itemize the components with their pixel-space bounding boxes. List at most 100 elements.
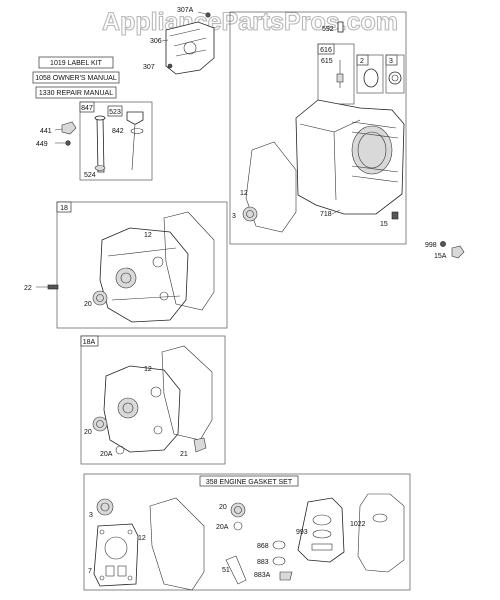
owners-manual-box bbox=[32, 71, 120, 84]
engine-gasket-set-group: 358 ENGINE GASKET SET 3 7 12 20 20A 51 8… bbox=[83, 473, 411, 591]
callout-307a: 307A bbox=[177, 7, 194, 14]
tag-523 bbox=[107, 105, 123, 117]
callout-883a: 883A bbox=[254, 572, 271, 579]
callout-615: 615 bbox=[321, 58, 333, 65]
engine-block-group: 616 615 592 2 3 12 3 718 15 bbox=[229, 11, 407, 245]
engine-block-box bbox=[229, 11, 407, 245]
sump-18-box bbox=[56, 201, 228, 329]
callout-441: 441 bbox=[40, 128, 52, 135]
callout-524: 524 bbox=[84, 172, 96, 179]
kit-labels: 1019 LABEL KIT 1058 OWNER'S MANUAL 1330 … bbox=[32, 56, 120, 99]
gasket-883a-part bbox=[279, 571, 293, 581]
label-kit-box bbox=[38, 56, 114, 69]
tag-847-label: 847 bbox=[81, 105, 93, 112]
cylinder-bore-part bbox=[351, 125, 393, 175]
oil-seal-20-set-part bbox=[230, 502, 246, 518]
cylinder-sleeve-2-part bbox=[363, 68, 379, 88]
plug-998-part bbox=[440, 241, 446, 247]
drain-plug-15-part bbox=[391, 211, 399, 220]
dipstick-part bbox=[126, 111, 144, 125]
owners-manual-text: 1058 OWNER'S MANUAL bbox=[35, 75, 117, 82]
gasket-set-box bbox=[83, 473, 411, 591]
tag-18 bbox=[56, 201, 72, 213]
label-kit-text: 1019 LABEL KIT bbox=[50, 60, 103, 67]
seal-20a-set-part bbox=[233, 521, 243, 531]
tag-616-label: 616 bbox=[320, 47, 332, 54]
callout-868: 868 bbox=[257, 543, 269, 550]
callout-998: 998 bbox=[425, 242, 437, 249]
callout-1022: 1022 bbox=[350, 521, 366, 528]
callout-592: 592 bbox=[322, 26, 334, 33]
screw-449-part bbox=[65, 140, 71, 146]
dipstick-group: 847 523 842 524 441 449 bbox=[36, 101, 153, 181]
seal-20a-18a-part bbox=[115, 445, 125, 455]
callout-20a-set: 20A bbox=[216, 524, 229, 531]
tag-2-label: 2 bbox=[360, 58, 364, 65]
callout-3-set: 3 bbox=[89, 512, 93, 519]
callout-51: 51 bbox=[222, 567, 230, 574]
callout-15: 15 bbox=[380, 221, 388, 228]
callout-20-18a: 20 bbox=[84, 429, 92, 436]
blower-housing-group: 307A 307 306 bbox=[143, 7, 215, 75]
gasket-883-part bbox=[272, 556, 286, 566]
bolt-307a-part bbox=[205, 12, 211, 18]
callout-3-block: 3 bbox=[232, 213, 236, 220]
dipstick-tube-part bbox=[96, 117, 105, 173]
o-ring-842-part bbox=[130, 128, 144, 134]
gasket-51-part bbox=[225, 555, 247, 585]
repair-manual-box bbox=[35, 86, 117, 99]
sump-18-group: 18 12 20 22 bbox=[24, 201, 228, 329]
callout-842: 842 bbox=[112, 128, 124, 135]
tag-18a-label: 18A bbox=[83, 339, 96, 346]
clamp-441-part bbox=[61, 121, 77, 135]
tag-3-label: 3 bbox=[389, 58, 393, 65]
oil-seal-20-18a-part bbox=[92, 416, 108, 432]
sump-18a-box bbox=[80, 335, 226, 465]
gasket-1022-part bbox=[357, 493, 405, 573]
tag-847 bbox=[79, 101, 95, 113]
oil-seal-3-block-part bbox=[242, 206, 258, 222]
gasket-12-set-part bbox=[149, 497, 205, 591]
oil-seal-3-set-part bbox=[96, 498, 114, 516]
callout-449: 449 bbox=[36, 141, 48, 148]
blower-housing-part bbox=[165, 21, 215, 75]
callout-15a: 15A bbox=[434, 253, 447, 260]
callout-883: 883 bbox=[257, 559, 269, 566]
bolt-22-part bbox=[47, 284, 59, 290]
plug-15a-part bbox=[451, 245, 465, 259]
callout-307: 307 bbox=[143, 64, 155, 71]
callout-21: 21 bbox=[180, 451, 188, 458]
crankcase-gasket-block-part bbox=[245, 141, 297, 233]
dipstick-box bbox=[79, 101, 153, 181]
gasket-set-tag bbox=[199, 475, 299, 487]
callout-12-set: 12 bbox=[138, 535, 146, 542]
crankcase-cover-18-part bbox=[99, 227, 189, 323]
callout-22: 22 bbox=[24, 285, 32, 292]
tag-18a bbox=[80, 335, 99, 347]
callout-306: 306 bbox=[150, 38, 162, 45]
gasket-12-18-part bbox=[163, 211, 215, 311]
callout-7: 7 bbox=[88, 568, 92, 575]
gasket-868-part bbox=[272, 540, 286, 550]
tag-523-label: 523 bbox=[109, 109, 121, 116]
sump-18a-group: 18A 12 20 20A 21 bbox=[80, 335, 226, 465]
gasket-set-label: 358 ENGINE GASKET SET bbox=[206, 479, 293, 486]
callout-20-set: 20 bbox=[219, 504, 227, 511]
oil-seal-3-upper-part bbox=[388, 71, 402, 85]
callout-12-18: 12 bbox=[144, 232, 152, 239]
callout-718: 718 bbox=[320, 211, 332, 218]
bolt-307-part bbox=[167, 63, 173, 69]
drain-plug-outside-group: 998 15A bbox=[425, 241, 465, 260]
callout-993: 993 bbox=[296, 529, 308, 536]
plug-592-part bbox=[337, 21, 344, 33]
oil-seal-20-18-part bbox=[92, 290, 108, 306]
repair-manual-text: 1330 REPAIR MANUAL bbox=[39, 90, 113, 97]
tag-18-label: 18 bbox=[60, 205, 68, 212]
callout-12-18a: 12 bbox=[144, 366, 152, 373]
cap-21-part bbox=[193, 437, 207, 453]
gasket-12-18a-part bbox=[161, 345, 213, 441]
callout-12-block: 12 bbox=[240, 190, 248, 197]
head-gasket-7-part bbox=[93, 523, 139, 587]
callout-20a-18a: 20A bbox=[100, 451, 113, 458]
